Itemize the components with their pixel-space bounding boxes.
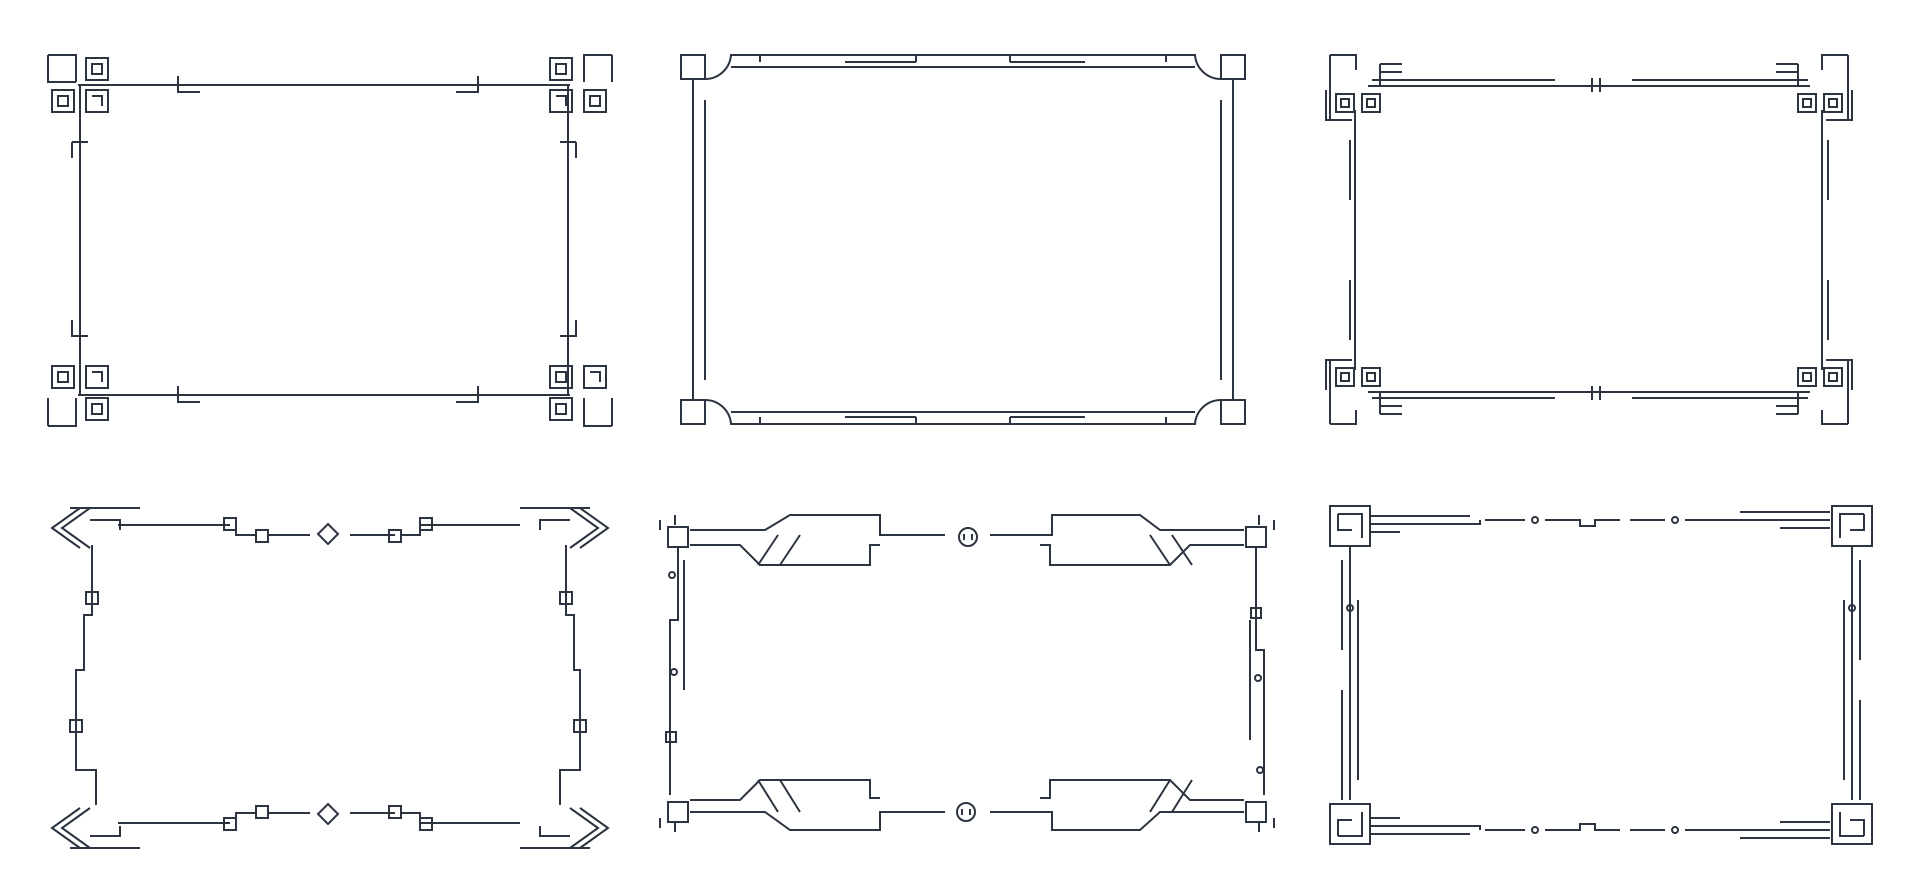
frame-square-corner-knots <box>47 54 613 427</box>
frame-rounded-notch-corners <box>680 54 1246 425</box>
frame-circuit-block-corners <box>1325 54 1853 425</box>
frame-dotted-circuit-trace <box>1329 505 1873 845</box>
frame-tech-panel-slants <box>659 514 1275 832</box>
frame-chevron-pointed-corners <box>50 507 610 849</box>
